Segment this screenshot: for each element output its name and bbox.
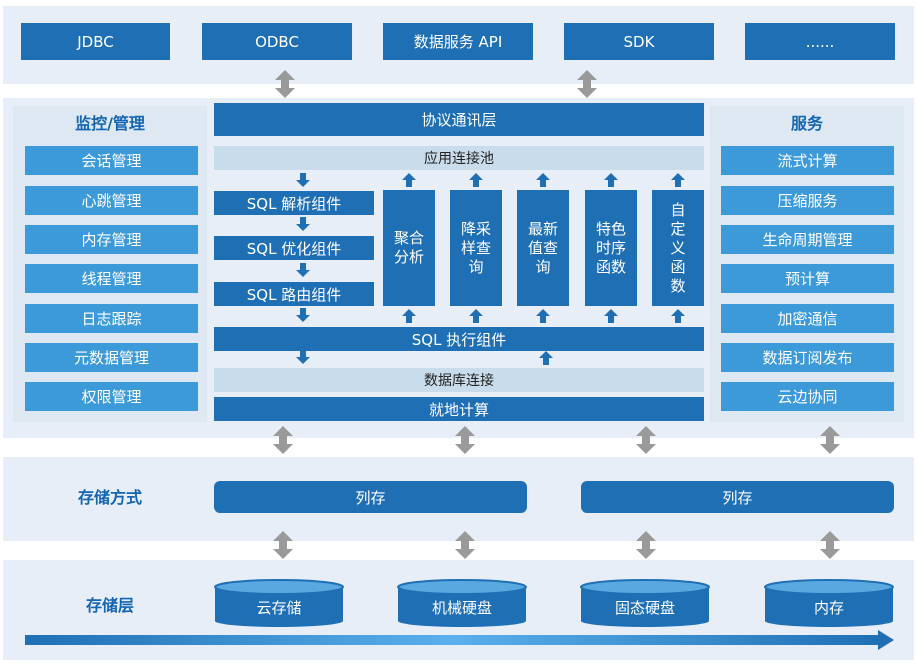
sql-route-component: SQL 路由组件 (214, 282, 374, 306)
function-latest-value: 最新 值查 询 (517, 190, 569, 306)
storage-hdd-label: 机械硬盘 (431, 598, 492, 617)
column-store-right: 列存 (581, 481, 894, 513)
storage-memory-label: 内存 (813, 598, 844, 617)
function-timeseries: 特色 时序 函数 (585, 190, 637, 306)
interface-data-service-api: 数据服务 API (383, 23, 533, 60)
cylinder-hdd (397, 579, 527, 627)
service-item: 生命周期管理 (721, 225, 894, 254)
function-downsample: 降采 样查 询 (450, 190, 502, 306)
cylinder-cloud-storage (214, 579, 344, 627)
storage-ssd-label: 固态硬盘 (614, 598, 675, 617)
service-item: 流式计算 (721, 146, 894, 175)
connection-pool: 应用连接池 (214, 146, 704, 170)
interface-odbc: ODBC (202, 23, 352, 60)
progress-arrow-icon (25, 630, 894, 650)
sql-optimize-component: SQL 优化组件 (214, 236, 374, 260)
interface-more: ...... (745, 23, 895, 60)
monitor-item: 日志跟踪 (25, 304, 198, 333)
storage-mode-title: 存储方式 (77, 488, 142, 507)
function-custom: 自 定 义 函 数 (652, 190, 704, 306)
service-item: 云边协同 (721, 382, 894, 411)
service-item: 压缩服务 (721, 186, 894, 215)
monitor-item: 权限管理 (25, 382, 198, 411)
service-item: 预计算 (721, 264, 894, 293)
db-connection: 数据库连接 (214, 368, 704, 392)
monitor-item: 元数据管理 (25, 343, 198, 372)
protocol-layer: 协议通讯层 (214, 103, 704, 136)
storage-cloud-label: 云存储 (256, 598, 302, 617)
function-aggregate: 聚合 分析 (383, 190, 435, 306)
service-item: 数据订阅发布 (721, 343, 894, 372)
monitor-title: 监控/管理 (75, 114, 145, 133)
interface-sdk: SDK (564, 23, 714, 60)
monitor-item: 内存管理 (25, 225, 198, 254)
monitor-item: 线程管理 (25, 264, 198, 293)
monitor-item: 心跳管理 (25, 186, 198, 215)
cylinder-ssd (580, 579, 710, 627)
storage-layer-title: 存储层 (85, 596, 134, 615)
column-store-left: 列存 (214, 481, 527, 513)
service-title: 服务 (790, 114, 823, 133)
interface-jdbc: JDBC (21, 23, 170, 60)
sql-exec-component: SQL 执行组件 (214, 327, 704, 351)
monitor-item: 会话管理 (25, 146, 198, 175)
sql-parse-component: SQL 解析组件 (214, 191, 374, 215)
local-compute: 就地计算 (214, 397, 704, 421)
service-item: 加密通信 (721, 304, 894, 333)
cylinder-memory (764, 579, 894, 627)
